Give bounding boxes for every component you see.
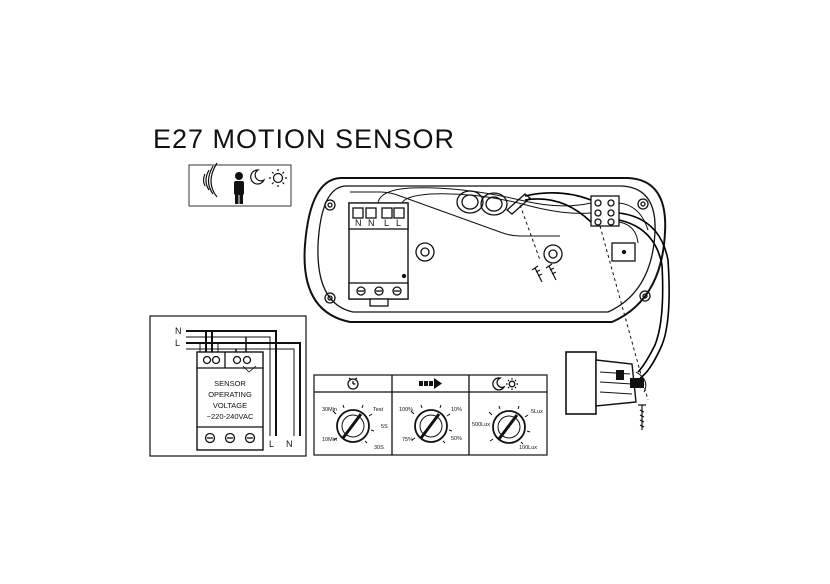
sun-icon (269, 169, 287, 187)
time-knob-label: 10Min (322, 437, 337, 443)
module-text-line: SENSOR (214, 379, 246, 388)
time-knob-label: 30Min (322, 407, 337, 413)
brightness-knob-label: 50% (451, 436, 462, 442)
sensor-icon-panel (188, 162, 292, 207)
brightness-knob[interactable] (410, 404, 453, 444)
moon-icon (250, 169, 266, 185)
arrow-right-icon (419, 378, 442, 389)
module-text-line: ~220-240VAC (207, 412, 254, 421)
lux-knob-label: 5Lux (531, 409, 543, 415)
time-knob[interactable] (332, 404, 375, 444)
housing-terminal-label: L (384, 218, 389, 228)
housing-terminal-label: N (355, 218, 362, 228)
supply-l-label: L (175, 338, 180, 348)
wiring-schematic (149, 315, 307, 457)
brightness-knob-label: 75% (402, 437, 413, 443)
adjustment-panel (313, 374, 548, 456)
motion-wave-icon (202, 162, 218, 198)
time-knob-label: Test (373, 407, 384, 413)
module-text-line: OPERATING (208, 390, 252, 399)
time-knob-label: 30S (374, 445, 384, 451)
output-n-label: N (286, 439, 293, 449)
e27-lamp-holder (565, 351, 647, 415)
brightness-knob-label: 100% (399, 407, 413, 413)
screw-icons (531, 263, 646, 430)
housing-wires (377, 187, 670, 401)
supply-n-label: N (175, 326, 182, 336)
lux-knob-label: 500Lux (472, 422, 490, 428)
housing-terminal-label: L (396, 218, 401, 228)
clock-icon (347, 377, 359, 390)
brightness-knob-label: 10% (451, 407, 462, 413)
sensor-housing (303, 177, 667, 323)
output-l-label: L (269, 439, 274, 449)
person-icon (234, 172, 244, 204)
lux-knob[interactable] (488, 405, 531, 445)
lux-knob-label: 100Lux (519, 445, 537, 451)
time-knob-label: 5S (381, 424, 388, 430)
housing-terminal-label: N (368, 218, 375, 228)
module-text-line: VOLTAGE (213, 401, 247, 410)
moon-sun-icon (492, 377, 518, 391)
diagram-title: E27 MOTION SENSOR (153, 124, 456, 154)
